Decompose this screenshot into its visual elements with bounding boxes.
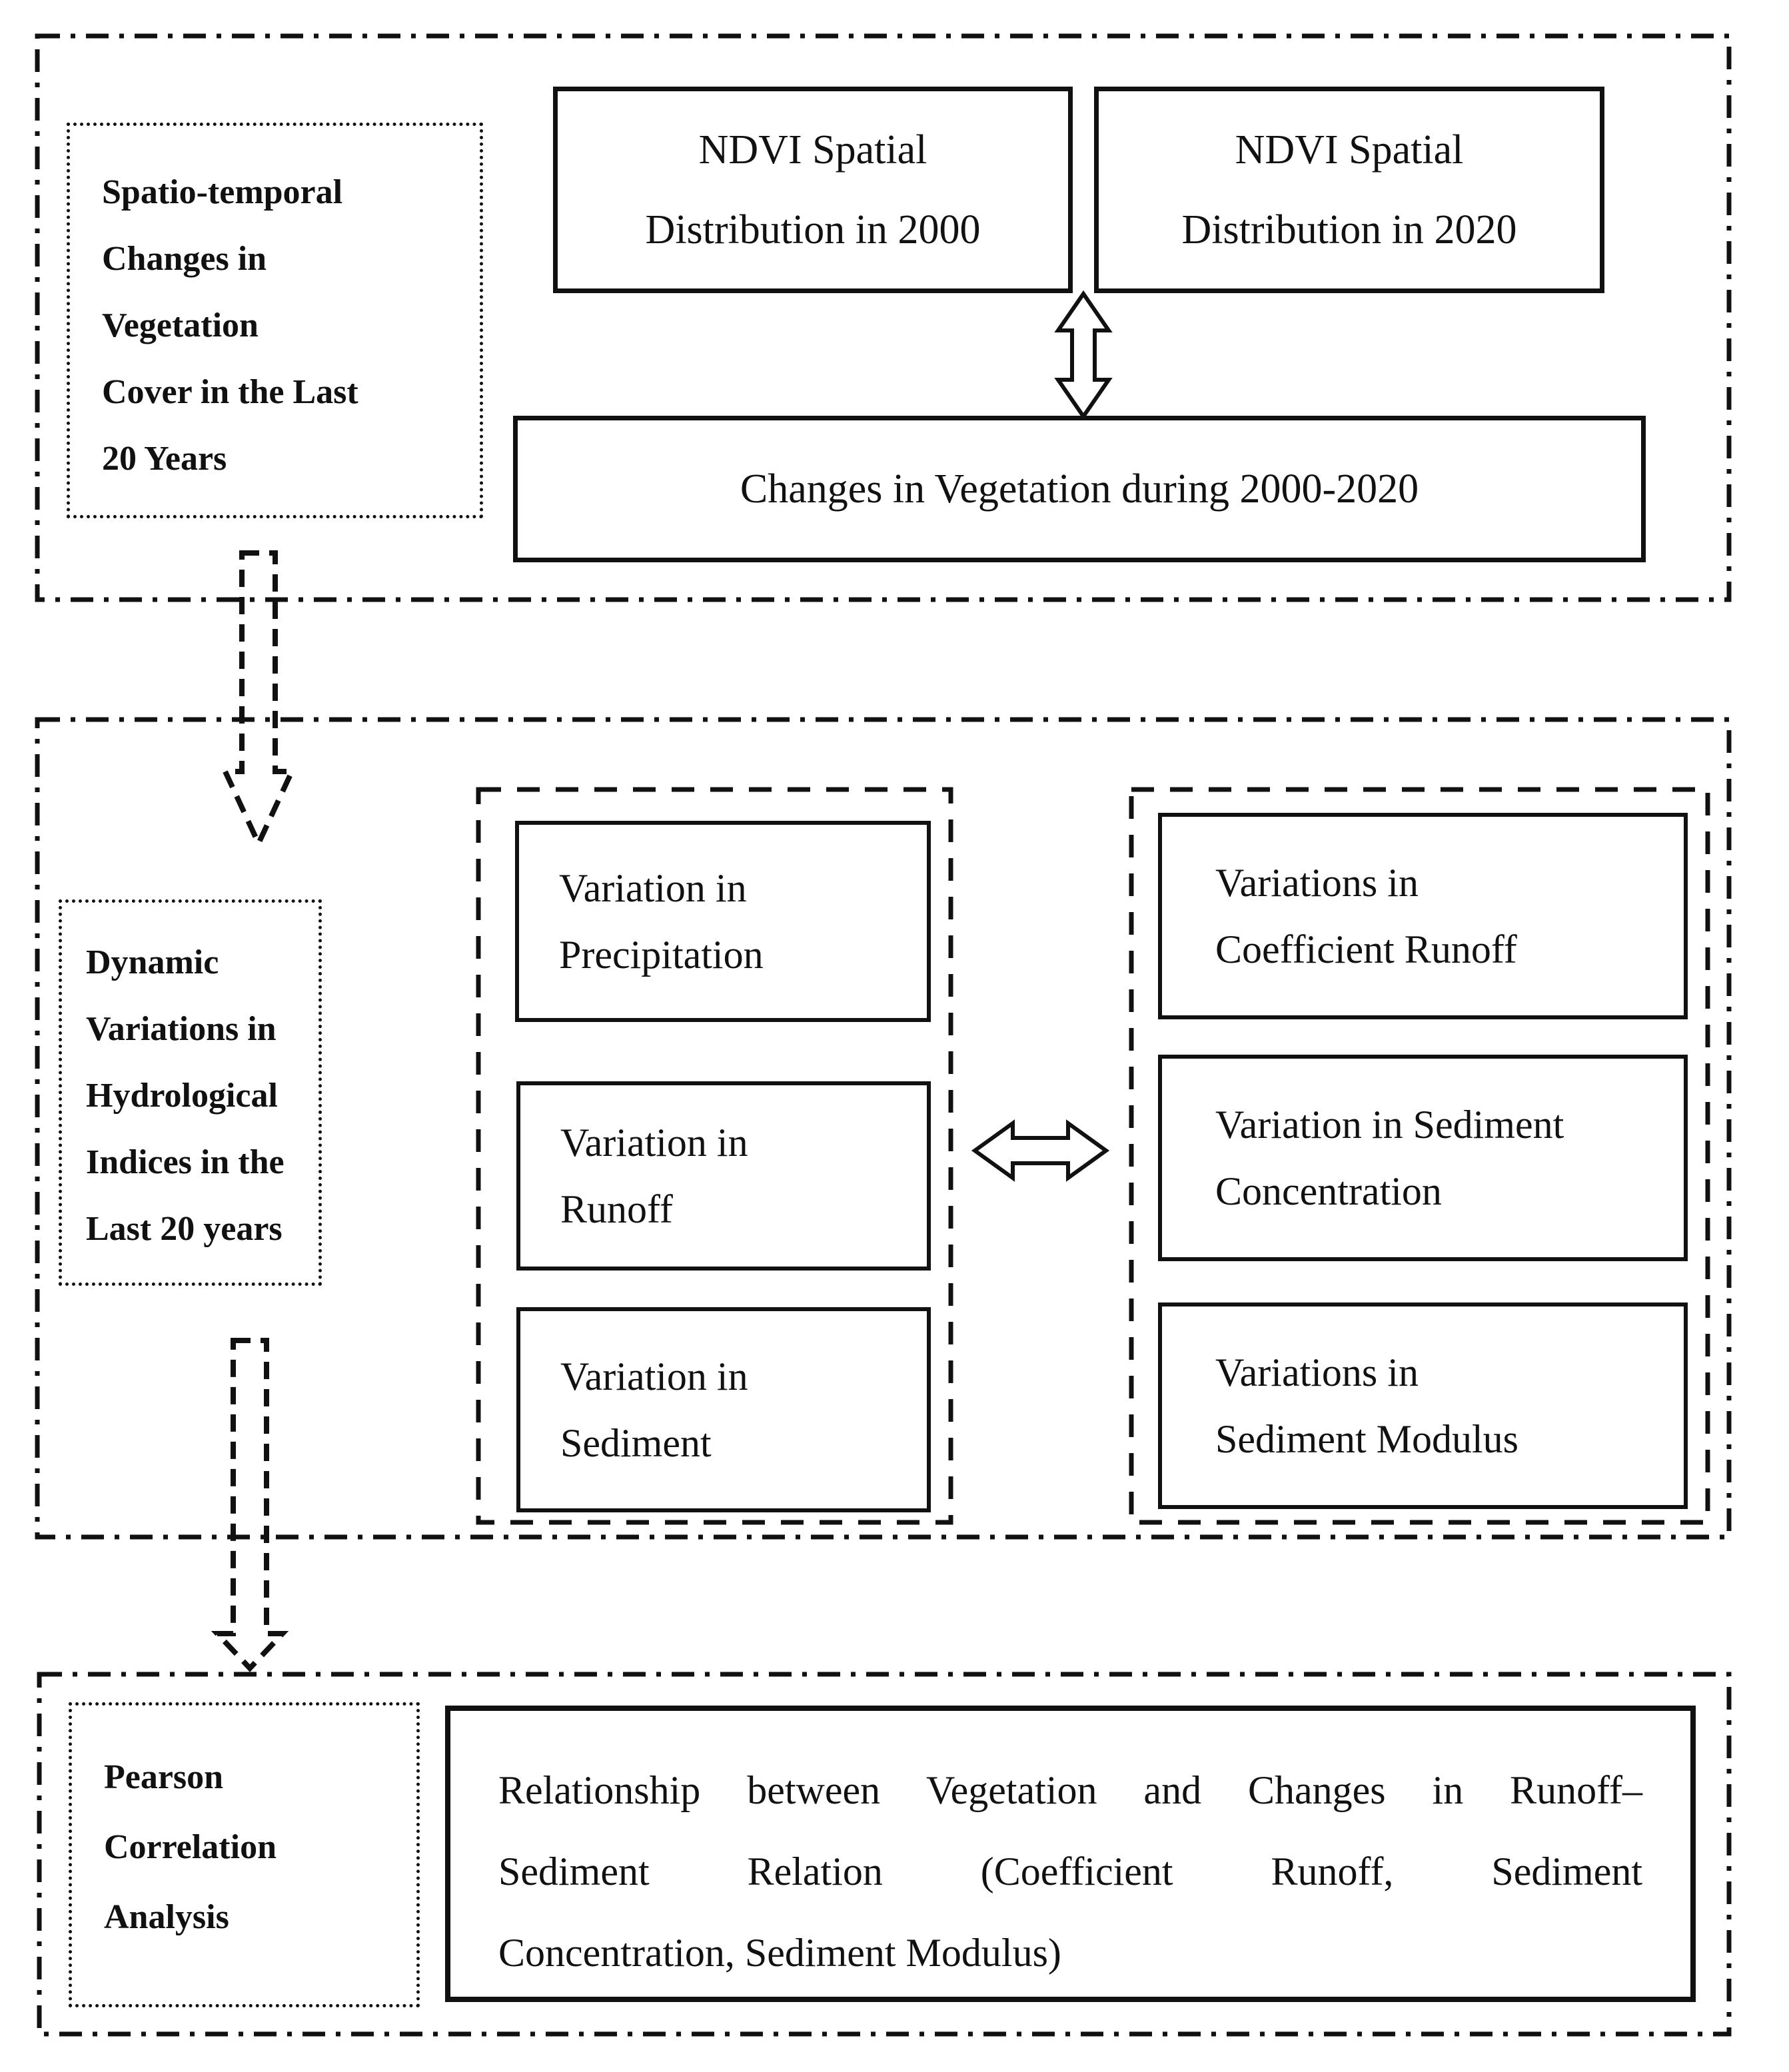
label-line: Analysis — [104, 1898, 229, 1936]
box-line: Runoff — [560, 1187, 673, 1231]
box-relationship-result: Relationship between Vegetation and Chan… — [445, 1706, 1696, 2002]
box-variation-sediment-concentration: Variation in Sediment Concentration — [1158, 1055, 1688, 1261]
label-line: Pearson — [104, 1758, 224, 1796]
box-line: Changes in Vegetation during 2000-2020 — [740, 466, 1419, 512]
label-line: Last 20 years — [86, 1210, 283, 1248]
box-line: Distribution in 2020 — [1181, 207, 1517, 253]
label-spatio-temporal: Spatio-temporal Changes in Vegetation Co… — [67, 123, 483, 518]
section-vegetation-frame — [35, 33, 1732, 602]
label-line: Dynamic — [86, 943, 219, 981]
box-variations-coefficient-runoff: Variations in Coefficient Runoff — [1158, 813, 1688, 1019]
horizontal-double-arrow-icon — [971, 1119, 1110, 1182]
box-variation-precipitation: Variation in Precipitation — [515, 821, 931, 1022]
box-line: Relationship between Vegetation and Chan… — [498, 1768, 1642, 1812]
box-variations-sediment-modulus: Variations in Sediment Modulus — [1158, 1302, 1688, 1509]
label-line: Correlation — [104, 1828, 277, 1866]
label-line: Spatio-temporal — [102, 173, 343, 211]
left-variables-group-frame — [476, 787, 953, 1525]
dashed-down-arrow-2-icon — [211, 1338, 289, 1672]
label-line: Variations in — [86, 1010, 277, 1048]
box-line: Variations in — [1215, 1350, 1419, 1394]
box-line: Sediment — [560, 1421, 712, 1465]
right-variables-group-frame — [1129, 787, 1710, 1525]
box-line: Precipitation — [559, 933, 764, 977]
section-pearson-frame — [37, 1672, 1732, 2037]
box-line: Sediment Relation (Coefficient Runoff, S… — [498, 1849, 1642, 1893]
box-vegetation-changes: Changes in Vegetation during 2000-2020 — [513, 416, 1646, 562]
box-line: Variation in — [560, 1354, 748, 1398]
label-line: Cover in the Last — [102, 373, 358, 411]
section-hydrology-frame — [35, 717, 1732, 1540]
box-line: NDVI Spatial — [1235, 127, 1464, 173]
label-line: Vegetation — [102, 306, 259, 344]
box-line: Variations in — [1215, 861, 1419, 905]
label-line: Indices in the — [86, 1143, 285, 1181]
box-line: Sediment Modulus — [1215, 1417, 1519, 1461]
box-line: Variation in Sediment — [1215, 1103, 1564, 1147]
label-line: Changes in — [102, 240, 267, 278]
label-line: 20 Years — [102, 440, 227, 478]
box-ndvi-2000: NDVI Spatial Distribution in 2000 — [553, 87, 1073, 293]
label-dynamic-variations: Dynamic Variations in Hydrological Indic… — [59, 899, 322, 1286]
box-line: Concentration, Sediment Modulus) — [498, 1931, 1061, 1975]
box-variation-runoff: Variation in Runoff — [516, 1081, 931, 1271]
label-line: Hydrological — [86, 1077, 278, 1115]
box-line: NDVI Spatial — [698, 127, 927, 173]
box-line: Variation in — [560, 1121, 748, 1165]
box-line: Variation in — [559, 866, 747, 910]
vertical-double-arrow-icon — [1054, 290, 1113, 420]
box-ndvi-2020: NDVI Spatial Distribution in 2020 — [1094, 87, 1604, 293]
box-line: Concentration — [1215, 1169, 1442, 1213]
box-variation-sediment: Variation in Sediment — [516, 1307, 931, 1512]
box-line: Distribution in 2000 — [645, 207, 981, 253]
label-pearson-correlation: Pearson Correlation Analysis — [69, 1702, 420, 2007]
dashed-down-arrow-1-icon — [221, 550, 297, 850]
box-line: Coefficient Runoff — [1215, 927, 1517, 971]
